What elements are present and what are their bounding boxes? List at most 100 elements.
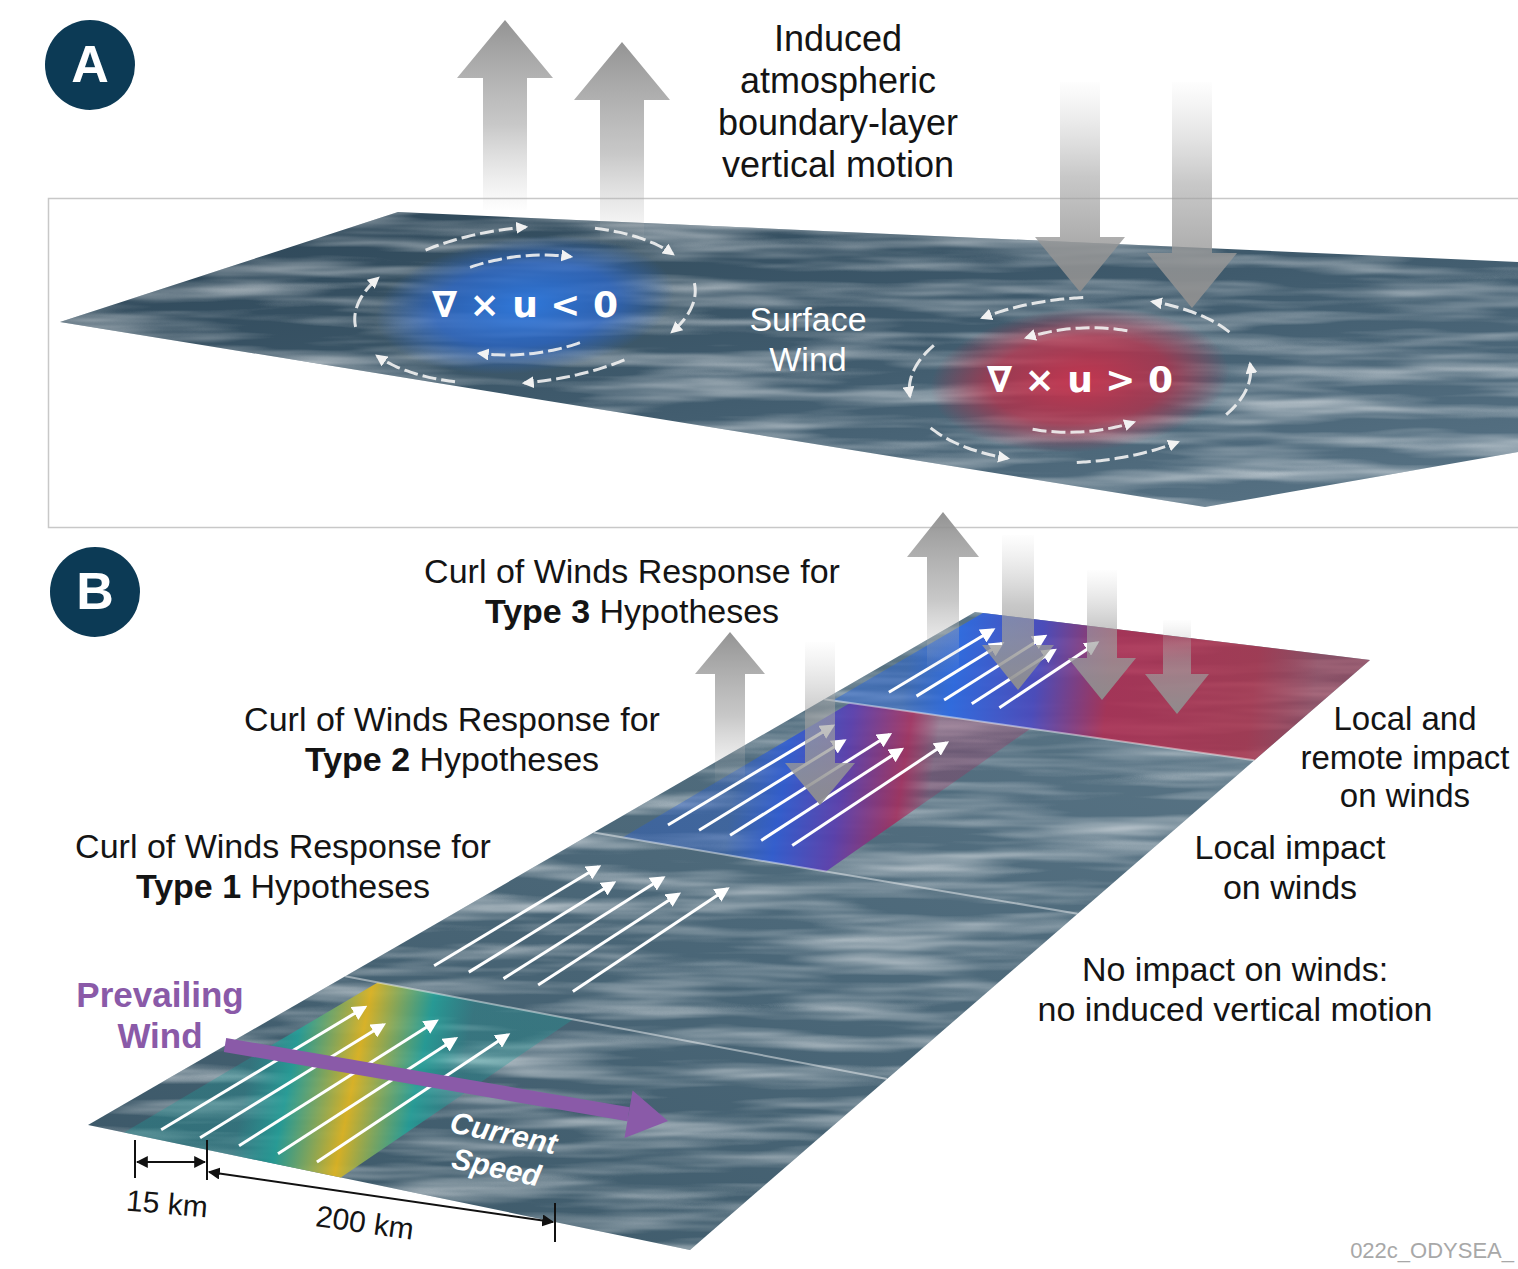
watermark: 022c_ODYSEA_ [1350, 1238, 1514, 1264]
text-run: Winds [354, 700, 448, 738]
text-run: 3 [571, 592, 590, 630]
vertical-motion-arrow [574, 42, 670, 245]
flow-arrow [469, 883, 614, 972]
surface-wind-arrow [377, 348, 455, 390]
text-run: motion [846, 144, 954, 185]
dimension-tick [134, 1140, 136, 1178]
text-run: boundary-layer [718, 102, 958, 143]
text-run: Local [1333, 700, 1412, 737]
text-run: Curl [424, 552, 486, 590]
text-run: Prevailing [76, 975, 243, 1014]
node-label: ∇ × u < 0 [432, 285, 618, 325]
panel-badge: B [50, 547, 140, 637]
surface-wind-arrow [1026, 325, 1128, 338]
text-run: impact [1135, 950, 1235, 988]
curl-ellipse-group [904, 286, 1257, 474]
surface-wind-arrow [906, 345, 937, 396]
text-run: Hypotheses [600, 592, 780, 630]
text-run: km [372, 1207, 416, 1245]
text-run: Type [305, 740, 382, 778]
text-run: vertical [1213, 990, 1321, 1028]
vertical-motion-arrow [785, 642, 855, 805]
text-run: 200 [314, 1199, 368, 1239]
surface-wind-arrow [1033, 422, 1135, 435]
surface-wind-arrow [595, 220, 673, 262]
flow-arrow [239, 1021, 436, 1146]
text-run: Winds [185, 827, 279, 865]
vertical-motion-arrow [457, 20, 553, 210]
text-run: for [800, 552, 840, 590]
wind-arrow-shaft [225, 1045, 629, 1114]
text-run: No [1082, 950, 1125, 988]
text-run: Wind [769, 340, 846, 378]
surface-wind-arrow [424, 227, 527, 250]
hypothesis-label: Curl of Winds Response for Type 3 Hypoth… [424, 552, 840, 632]
text-run: no [1037, 990, 1075, 1028]
vertical-motion-arrow [1035, 82, 1125, 292]
surface-wind-arrow [1076, 442, 1179, 462]
node-label: A [71, 36, 109, 93]
curl-ellipse-group [347, 210, 703, 400]
text-run: for [451, 827, 491, 865]
dimension-tick [554, 1203, 556, 1242]
text-run: for [620, 700, 660, 738]
text-run: motion [1330, 990, 1432, 1028]
surface-wind-arrow [981, 297, 1084, 317]
vertical-motion-arrow [982, 535, 1054, 690]
surface-wind-arrow [479, 343, 580, 359]
surface-label: Surface Wind [749, 300, 866, 380]
text-run: and [1422, 700, 1477, 737]
text-run: 022c_ODYSEA_ [1350, 1238, 1514, 1263]
text-run: Wind [117, 1016, 202, 1055]
text-run: km [166, 1187, 209, 1223]
text-run: winds [1386, 777, 1470, 814]
text-run: of [316, 700, 344, 738]
text-run: Winds [534, 552, 628, 590]
section-divider [824, 699, 1254, 760]
surface-wind-arrow [351, 278, 383, 327]
text-run: Response [458, 700, 611, 738]
flow-arrow [434, 867, 599, 966]
surface-wind-arrow [523, 360, 626, 383]
flow-arrow [503, 878, 662, 979]
wind-arrow-head [625, 1091, 669, 1138]
vertical-motion-arrow [907, 512, 979, 672]
text-run: Response [289, 827, 442, 865]
flow-arrow [538, 894, 678, 985]
dimension-arrow [137, 1161, 205, 1163]
text-run: vertical [722, 144, 836, 185]
text-run: impact [1412, 739, 1509, 776]
text-run: atmospheric [740, 60, 936, 101]
text-run: Hypotheses [251, 867, 431, 905]
vertical-motion-arrow [1145, 620, 1209, 714]
impact-label: Local and remote impact on winds [1300, 700, 1509, 816]
curl-region: ∇ × u > 0 [890, 280, 1270, 480]
text-run: 2 [391, 740, 410, 778]
curl-region: ∇ × u < 0 [335, 205, 715, 405]
text-run: remote [1300, 739, 1403, 776]
surface-wind-arrow [469, 251, 570, 267]
text-run: Hypotheses [420, 740, 600, 778]
text-run: on [1244, 950, 1282, 988]
text-run: of [147, 827, 175, 865]
dimension-label: 15 km [125, 1183, 209, 1225]
wind-label: Prevailing Wind [76, 975, 243, 1057]
hypothesis-label: Curl of Winds Response for Type 2 Hypoth… [244, 700, 660, 780]
text-run: 1 [222, 867, 241, 905]
text-run: Local [1195, 828, 1276, 866]
surface-wind-arrow [1223, 364, 1254, 415]
text-run: induced [1085, 990, 1204, 1028]
vertical-motion-arrow [1068, 570, 1136, 700]
text-run: Surface [749, 300, 866, 338]
text-run: Response [638, 552, 791, 590]
node-label: B [76, 563, 114, 620]
curl-ellipse [925, 298, 1234, 463]
text-run: Curl [75, 827, 137, 865]
vertical-motion-arrow [1147, 82, 1237, 308]
text-run: Induced [774, 18, 902, 59]
dimension-label: 200 km [314, 1198, 416, 1246]
